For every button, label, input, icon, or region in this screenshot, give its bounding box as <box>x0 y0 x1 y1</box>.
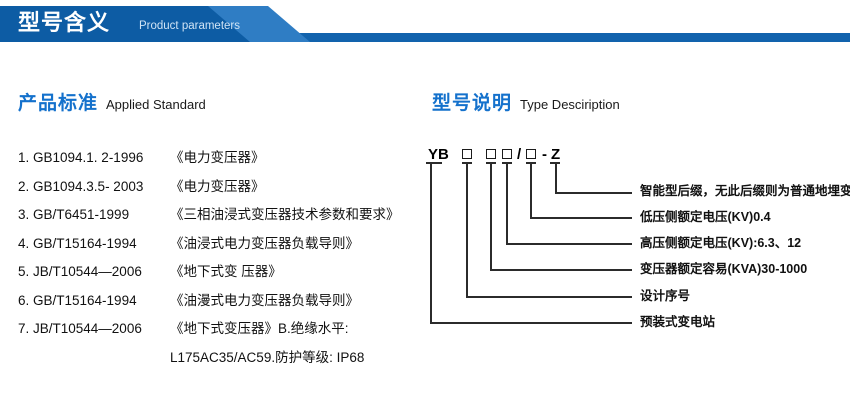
standard-name: 《三相油浸式变压器技术参数和要求》 <box>170 207 400 222</box>
leader-horizontal <box>490 269 632 271</box>
type-code-placeholder-box <box>502 149 512 159</box>
type-code-label: 预装式变电站 <box>640 315 716 329</box>
type-description-heading-cn: 型号说明 <box>432 93 513 114</box>
code-underline-stub <box>426 162 442 164</box>
standard-row: 6. GB/T15164-1994 《油漫式电力变压器负载导则》 <box>18 287 438 316</box>
type-code-placeholder-box <box>486 149 496 159</box>
type-code-label: 智能型后缀，无此后缀则为普通地埋变 <box>640 184 850 198</box>
standard-row: 5. JB/T10544—2006 《地下式变 压器》 <box>18 258 438 287</box>
standard-name: 《电力变压器》 <box>170 150 265 165</box>
applied-standard-continuation: L175AC35/AC59.防护等级: IP68 <box>170 349 365 365</box>
standard-row: 4. GB/T15164-1994 《油浸式电力变压器负载导则》 <box>18 230 438 259</box>
leader-horizontal <box>530 217 632 219</box>
leader-vertical <box>530 164 532 217</box>
type-code-token: - <box>542 146 547 163</box>
banner-title-cn: 型号含义 <box>18 10 111 35</box>
type-code-label: 高压侧额定电压(KV):6.3、12 <box>640 236 802 250</box>
banner-bottom-bar <box>0 33 850 42</box>
leader-vertical <box>490 164 492 269</box>
standard-row: 2. GB1094.3.5- 2003 《电力变压器》 <box>18 173 438 202</box>
standard-row: 7. JB/T10544—2006 《地下式变压器》B.绝缘水平: <box>18 315 438 344</box>
standard-name: 《油浸式电力变压器负载导则》 <box>170 235 359 251</box>
standard-row: 3. GB/T6451-1999 《三相油浸式变压器技术参数和要求》 <box>18 201 438 230</box>
code-underline-stub <box>462 162 472 164</box>
banner-title-en: Product parameters <box>139 20 240 32</box>
code-underline-stub <box>486 162 496 164</box>
type-code-label: 低压侧额定电压(KV)0.4 <box>640 210 771 224</box>
standard-name: 《地下式变 压器》 <box>170 264 282 279</box>
applied-standard-list: 1. GB1094.1. 2-1996《电力变压器》2. GB1094.3.5-… <box>18 144 438 372</box>
standard-code: 3. GB/T6451-1999 <box>18 207 130 222</box>
standard-code: 7. JB/T10544—2006 <box>18 321 142 336</box>
leader-horizontal <box>555 192 632 194</box>
applied-standard-heading: 产品标准 Applied Standard <box>18 88 206 115</box>
applied-standard-heading-en: Applied Standard <box>106 97 206 112</box>
standard-code: 6. GB/T15164-1994 <box>18 292 137 308</box>
type-code-placeholder-box <box>462 149 472 159</box>
type-code-token: YB <box>428 146 449 163</box>
leader-vertical <box>466 164 468 296</box>
standard-name: 《地下式变压器》B.绝缘水平: <box>170 321 349 336</box>
type-code-label: 变压器额定容易(KVA)30-1000 <box>640 262 808 276</box>
leader-horizontal <box>506 243 632 245</box>
standard-name: 《电力变压器》 <box>170 178 265 194</box>
type-code-label: 设计序号 <box>640 289 691 303</box>
code-underline-stub <box>502 162 512 164</box>
code-underline-stub <box>526 162 536 164</box>
leader-horizontal <box>430 322 632 324</box>
standard-row: 1. GB1094.1. 2-1996 《电力变压器》 <box>18 144 438 173</box>
type-description-heading-en: Type Desciription <box>520 97 620 112</box>
leader-horizontal <box>466 296 632 298</box>
standard-code: 4. GB/T15164-1994 <box>18 235 137 251</box>
page-header-banner: 型号含义 Product parameters <box>0 0 850 46</box>
leader-vertical <box>430 164 432 322</box>
standard-name: 《油漫式电力变压器负载导则》 <box>170 292 359 308</box>
type-description-heading: 型号说明 Type Desciription <box>432 88 620 115</box>
standard-code: 1. GB1094.1. 2-1996 <box>18 150 144 165</box>
banner-dark-shape <box>0 6 250 42</box>
code-underline-stub <box>550 162 560 164</box>
leader-vertical <box>506 164 508 243</box>
standard-code: 5. JB/T10544—2006 <box>18 264 142 279</box>
type-code-diagram: YB / -Z 智能型后缀，无此后缀则为普通地埋变低压侧额定电压(KV)0.4 高压侧… <box>424 140 850 340</box>
type-code-token: Z <box>551 146 561 163</box>
type-code-token: / <box>517 146 522 163</box>
applied-standard-heading-cn: 产品标准 <box>18 93 99 114</box>
type-code-placeholder-box <box>526 149 536 159</box>
leader-vertical <box>555 164 557 192</box>
standard-code: 2. GB1094.3.5- 2003 <box>18 178 144 194</box>
